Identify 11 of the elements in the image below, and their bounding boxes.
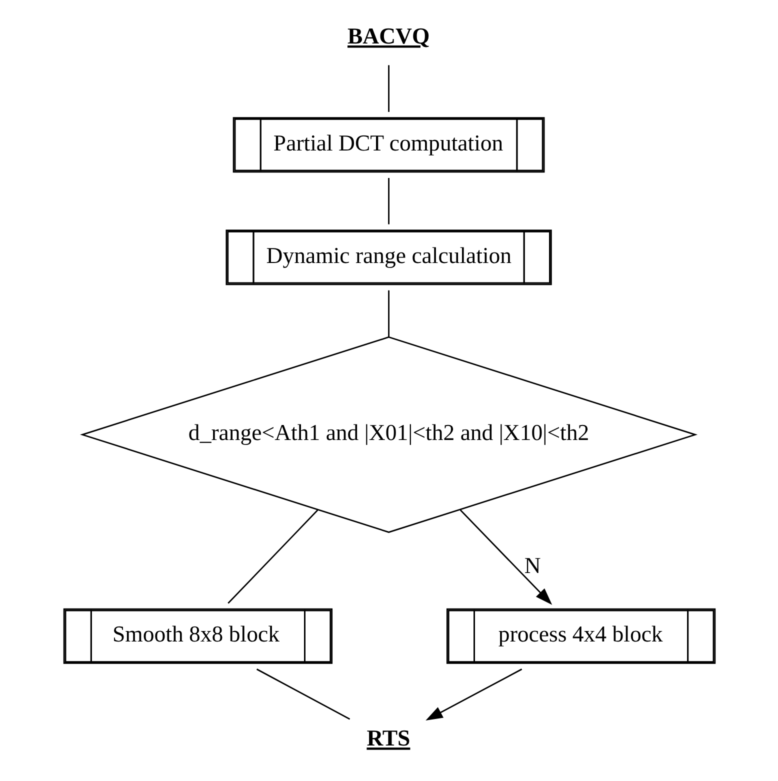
- connector: [388, 178, 389, 224]
- arrow: [459, 510, 552, 605]
- node-text: RTS: [366, 726, 410, 751]
- node-diamond: d_range<Ath1 and |X01|<th2 and |X10|<th2: [80, 336, 698, 533]
- connector: [388, 65, 389, 112]
- edge-label: N: [524, 553, 540, 578]
- connector: [256, 668, 350, 720]
- arrow: [425, 668, 522, 720]
- node-text: BACVQ: [346, 23, 430, 48]
- connector: [227, 510, 318, 604]
- connector: [388, 290, 389, 337]
